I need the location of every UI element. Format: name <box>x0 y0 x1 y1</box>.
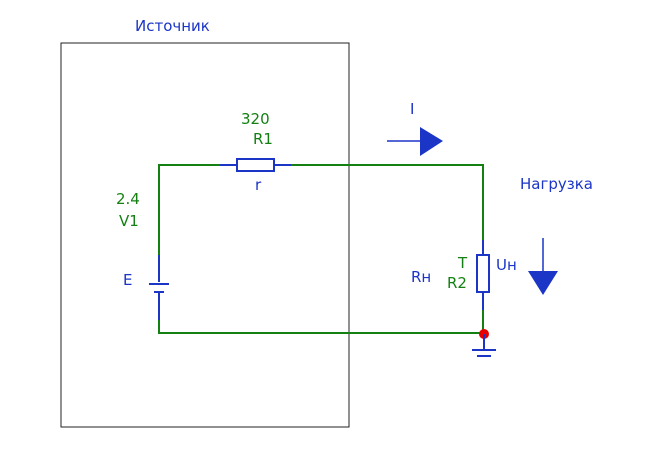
ground-icon <box>472 334 496 357</box>
wire-left-top <box>158 164 220 282</box>
arrow-right-icon <box>387 127 443 156</box>
source-box <box>60 42 350 428</box>
load-resistor-name: R2 <box>447 274 467 292</box>
resistor-r1-value: 320 <box>241 110 270 128</box>
resistor-r1-name: R1 <box>253 130 273 148</box>
load-resistor-symbol: Rн <box>411 268 431 286</box>
resistor-r1-symbol: r <box>255 176 262 194</box>
arrow-down-icon <box>528 238 558 295</box>
resistor-r2-icon <box>476 240 490 310</box>
battery-v1-icon <box>149 255 169 320</box>
load-voltage-symbol: Uн <box>496 256 517 274</box>
resistor-r1-icon <box>220 158 291 172</box>
wire-top-right <box>291 164 484 255</box>
battery-value: 2.4 <box>116 190 140 208</box>
battery-symbol: E <box>123 271 132 289</box>
load-title: Нагрузка <box>520 175 593 193</box>
current-label: I <box>410 100 414 118</box>
wire-bottom <box>158 298 483 334</box>
battery-name: V1 <box>119 212 139 230</box>
circuit-wires <box>158 164 484 334</box>
source-title: Источник <box>135 17 210 35</box>
load-resistor-letter: T <box>457 254 468 272</box>
